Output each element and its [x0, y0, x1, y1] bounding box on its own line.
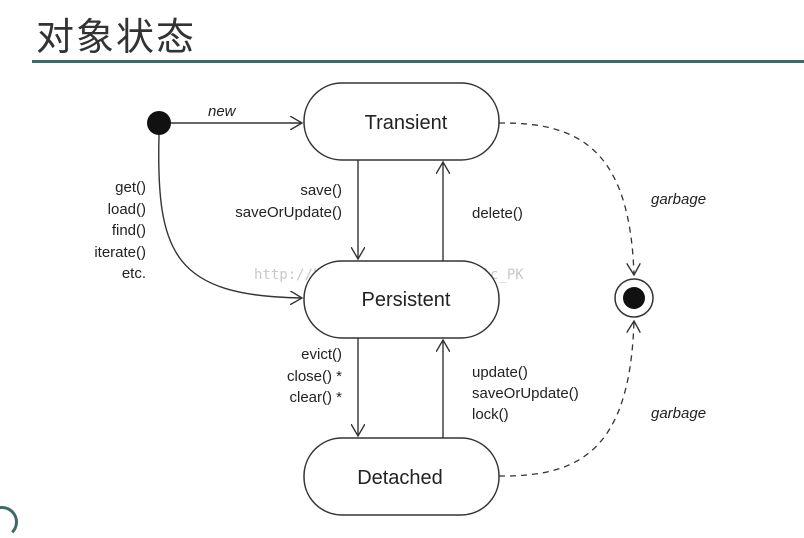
- edge-save-label-2: saveOrUpdate(): [235, 204, 342, 221]
- edge-new-label: new: [208, 103, 237, 120]
- state-diagram: http://blog.csdn.net/romantic_PK Transie…: [94, 82, 706, 516]
- edge-delete-label: delete(): [472, 205, 523, 222]
- initial-state-node: [147, 111, 171, 135]
- state-transient: Transient: [303, 82, 500, 161]
- state-detached: Detached: [303, 437, 500, 516]
- edge-load-label-4: iterate(): [94, 244, 146, 261]
- edge-garbage-bottom-label: garbage: [651, 405, 706, 422]
- edge-load-label-3: find(): [112, 222, 146, 239]
- final-state-node: [614, 278, 654, 318]
- edge-load-labels: get() load() find() iterate() etc.: [94, 179, 146, 282]
- edge-update-label-2: saveOrUpdate(): [472, 385, 579, 402]
- edge-update-label-3: lock(): [472, 406, 509, 423]
- slide-title: 对象状态: [36, 15, 197, 59]
- title-divider: [32, 60, 804, 63]
- edge-garbage-top-label: garbage: [651, 191, 706, 208]
- edge-evict-label-2: close() *: [287, 368, 342, 385]
- edge-load-label-5: etc.: [122, 265, 146, 282]
- state-detached-label: Detached: [357, 467, 443, 489]
- state-persistent: Persistent: [303, 260, 500, 339]
- corner-swoosh-decoration: [0, 506, 18, 538]
- edge-save-label-1: save(): [300, 182, 342, 199]
- state-persistent-label: Persistent: [362, 289, 451, 311]
- state-transient-label: Transient: [365, 112, 448, 134]
- edge-update-label-1: update(): [472, 364, 528, 381]
- edge-load-arrow: [158, 134, 302, 298]
- edge-evict-label-1: evict(): [301, 346, 342, 363]
- edge-load-label-2: load(): [108, 201, 146, 218]
- edge-evict-label-3: clear() *: [289, 389, 342, 406]
- edge-garbage-bottom-arrow: [498, 321, 634, 477]
- edge-garbage-top-arrow: [498, 122, 634, 275]
- edge-load-label-1: get(): [115, 179, 146, 196]
